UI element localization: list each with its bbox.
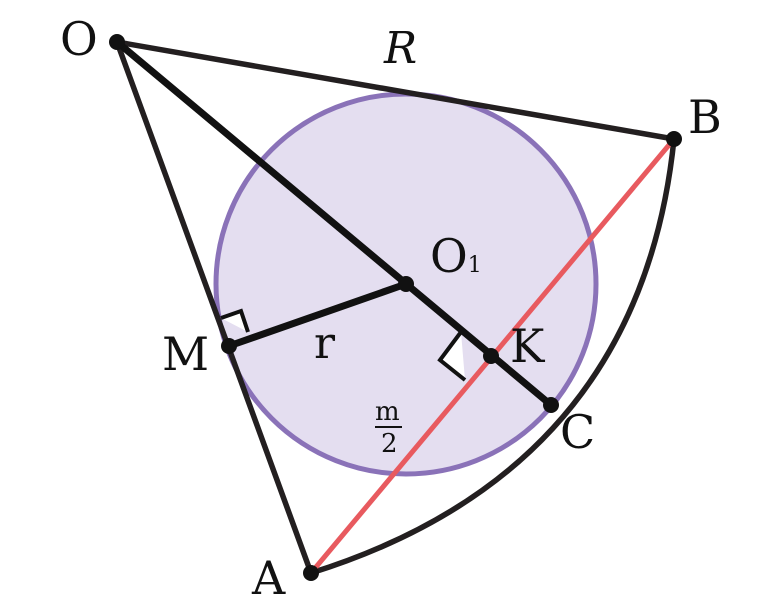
label-M: M — [162, 327, 209, 381]
point-B — [666, 131, 682, 147]
label-O1-sub: 1 — [468, 253, 482, 278]
radius-r-O1M — [225, 280, 410, 350]
radius-OA — [114, 39, 314, 576]
point-A — [303, 565, 319, 581]
point-K — [483, 348, 499, 364]
label-r: r — [314, 318, 336, 369]
label-O1-main: O — [430, 229, 468, 283]
label-K: K — [510, 319, 546, 373]
label-A: A — [251, 551, 286, 605]
right-angle-marker-K — [437, 330, 467, 382]
right-angle-marker-M — [220, 308, 250, 333]
radius-OB — [114, 39, 677, 142]
point-O1 — [398, 276, 414, 292]
segment-OC — [113, 38, 555, 409]
point-O — [109, 34, 125, 50]
label-m-half-denominator: 2 — [381, 429, 398, 459]
arc-AB — [308, 136, 677, 576]
label-m-half-numerator: m — [375, 397, 400, 427]
point-M — [221, 338, 237, 354]
label-O: O — [60, 12, 98, 66]
label-C: C — [560, 405, 595, 459]
label-R: R — [383, 23, 417, 74]
label-O1: O1 — [430, 229, 482, 283]
label-B: B — [688, 90, 722, 144]
point-C — [543, 397, 559, 413]
